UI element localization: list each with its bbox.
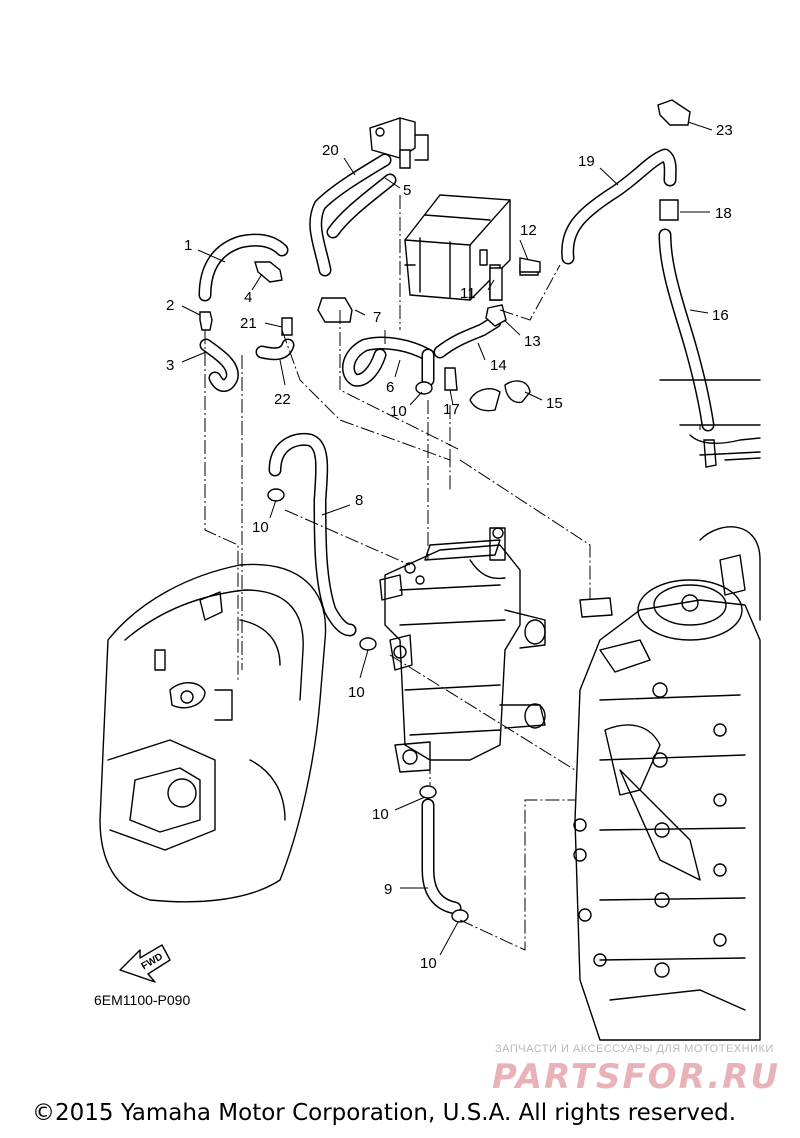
hoses: [198, 148, 715, 915]
callout-13: 13: [524, 333, 541, 350]
callout-10-e: 10: [420, 955, 437, 972]
solenoid-valve: [369, 117, 429, 161]
callout-7: 7: [373, 309, 381, 326]
callout-22: 22: [274, 391, 291, 408]
fwd-arrow: FWD: [119, 944, 171, 983]
callout-19: 19: [578, 153, 595, 170]
drawing-code: 6EM1100-P090: [94, 992, 191, 1008]
engine-panel: [659, 379, 761, 461]
small-parts: [199, 99, 717, 923]
fwd-label: FWD: [140, 951, 165, 972]
vapor-separator: [379, 527, 546, 773]
callout-10-c: 10: [390, 403, 407, 420]
callout-17: 17: [443, 401, 460, 418]
callout-10-d: 10: [372, 806, 389, 823]
callouts: 1 2 3 4 5 6 7 8 9 10 10 10 10 10 11 12 1…: [166, 122, 733, 972]
watermark-tagline: ЗАПЧАСТИ И АКСЕССУАРЫ ДЛЯ МОТОТЕХНИКИ: [495, 1043, 774, 1055]
callout-16: 16: [712, 307, 729, 324]
callout-10-b: 10: [348, 684, 365, 701]
callout-11: 11: [460, 285, 476, 302]
callout-2: 2: [166, 297, 174, 314]
callout-15: 15: [546, 395, 563, 412]
callout-18: 18: [715, 205, 732, 222]
callout-8: 8: [355, 492, 363, 509]
callout-3: 3: [166, 357, 174, 374]
watermark-brand: PARTSFOR.RU: [492, 1057, 781, 1097]
engine-block: [573, 526, 761, 1041]
callout-20: 20: [322, 142, 339, 159]
callout-6: 6: [386, 379, 394, 396]
copyright-notice: ©2015 Yamaha Motor Corporation, U.S.A. A…: [32, 1100, 737, 1126]
callout-9: 9: [384, 881, 392, 898]
callout-23: 23: [716, 122, 733, 139]
callout-21: 21: [240, 315, 257, 332]
reference-lines: [204, 195, 701, 951]
callout-4: 4: [244, 289, 252, 306]
callout-10-a: 10: [252, 519, 269, 536]
callout-12: 12: [520, 222, 537, 239]
callout-14: 14: [490, 357, 507, 374]
callout-5: 5: [403, 182, 411, 199]
intake-manifold: [99, 563, 327, 903]
leader-lines: [181, 121, 713, 956]
callout-1: 1: [184, 237, 192, 254]
